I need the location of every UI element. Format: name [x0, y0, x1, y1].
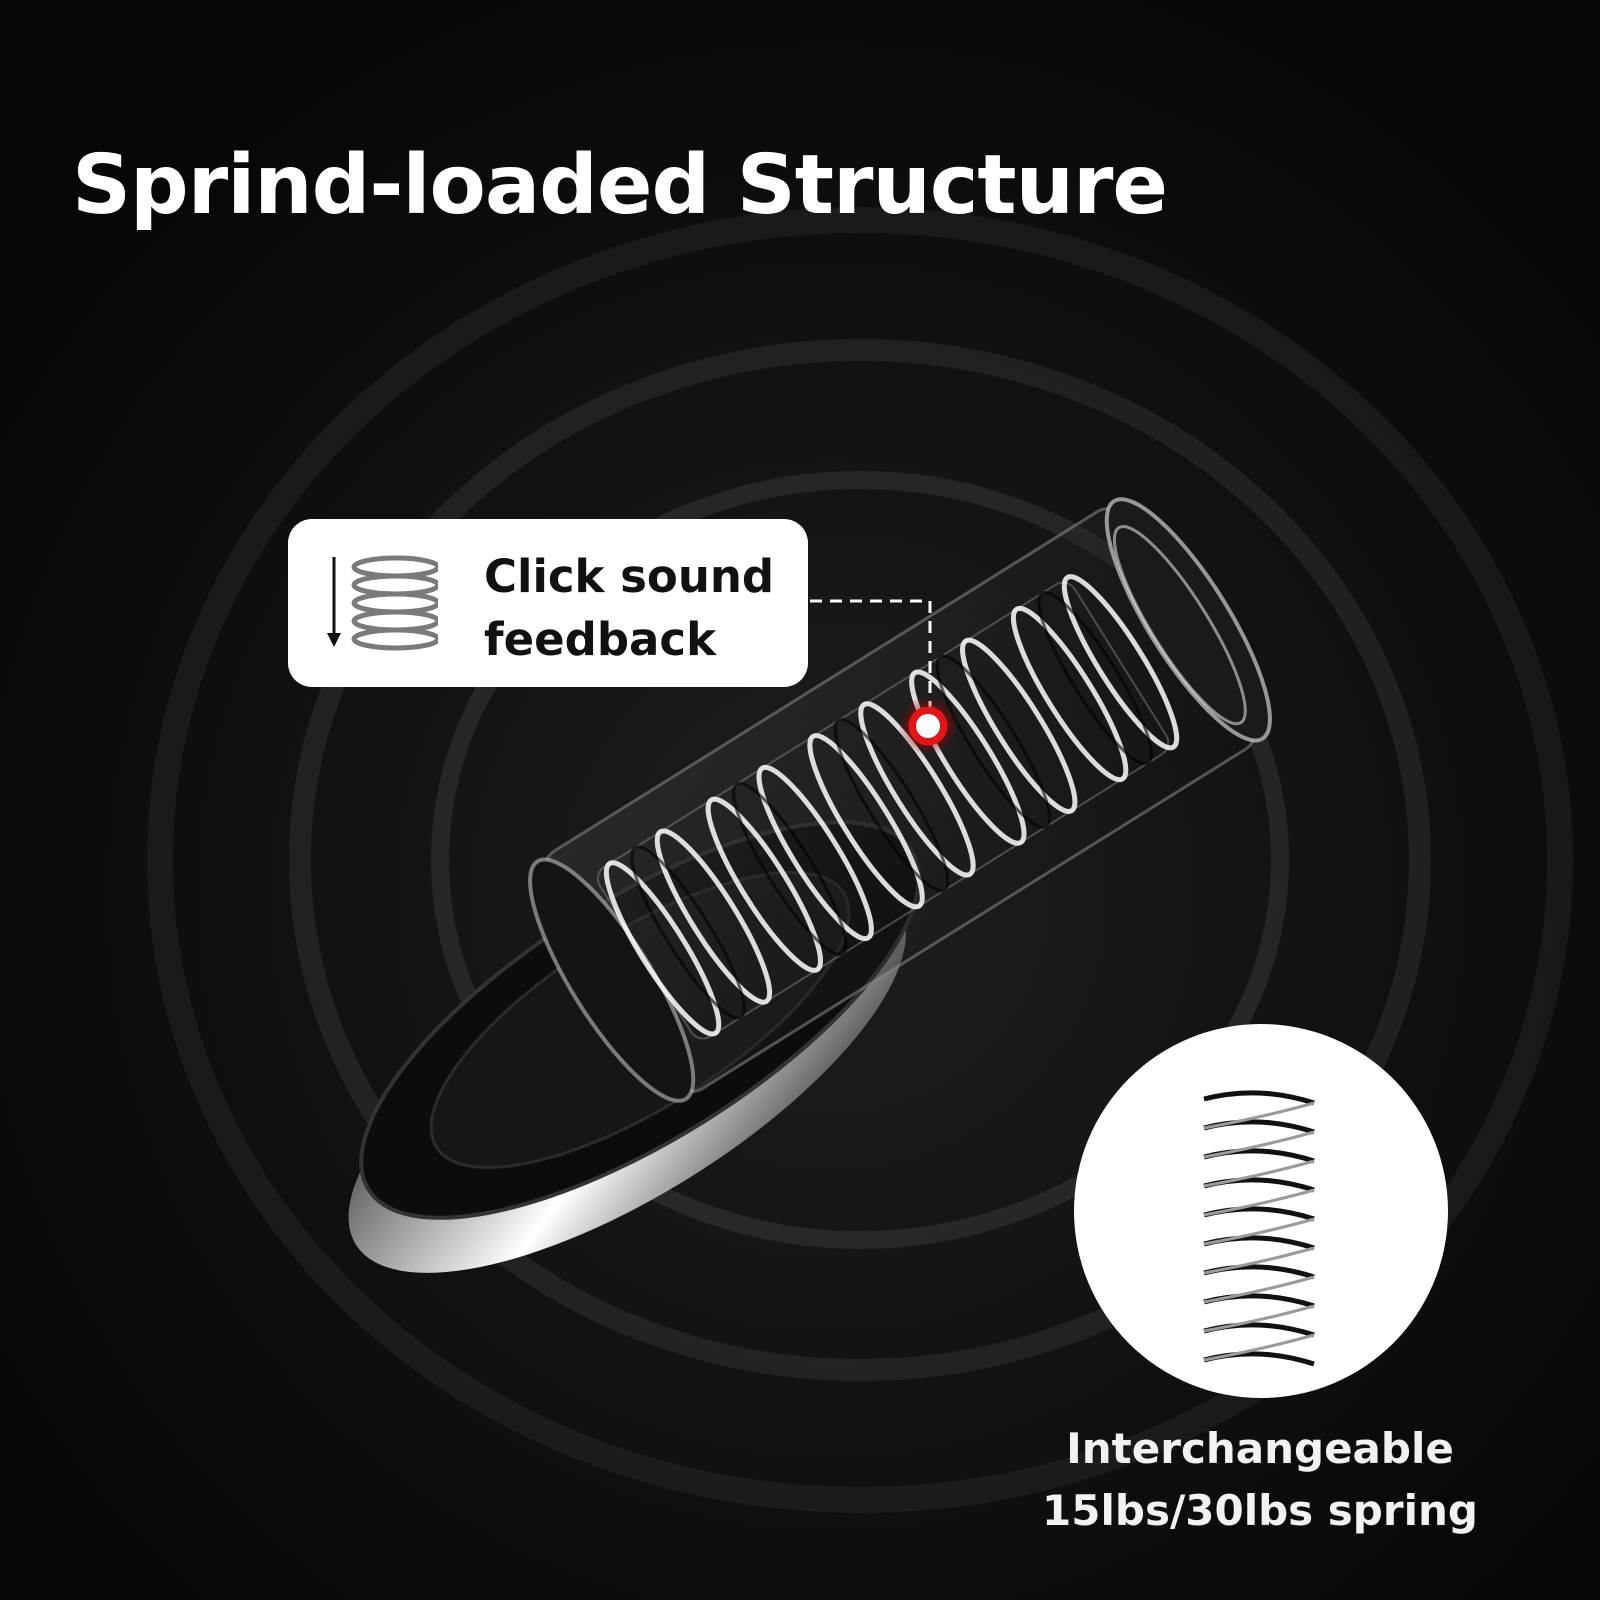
- sound-wave-rings: [147, 207, 1573, 1513]
- callout-line-1: Click sound: [484, 550, 775, 603]
- callout-text: Click sound feedback: [484, 545, 774, 671]
- spring-inset: [1074, 1024, 1448, 1398]
- compression-spring-down-arrow-icon: [327, 555, 438, 651]
- callout-line-2: feedback: [484, 613, 717, 666]
- leader-line: [810, 599, 932, 715]
- click-sound-callout: Click sound feedback: [288, 519, 808, 687]
- spring-caption-line-1: Interchangeable: [1066, 1424, 1454, 1473]
- cylinder-body: [528, 497, 1272, 1103]
- spring-caption-line-2: 15lbs/30lbs spring: [1042, 1486, 1478, 1535]
- red-dot-marker-icon: [898, 696, 958, 756]
- spring-caption: Interchangeable 15lbs/30lbs spring: [1020, 1418, 1500, 1542]
- coil-spring-icon: [1203, 1090, 1315, 1367]
- page-title: Sprind-loaded Structure: [72, 138, 1168, 233]
